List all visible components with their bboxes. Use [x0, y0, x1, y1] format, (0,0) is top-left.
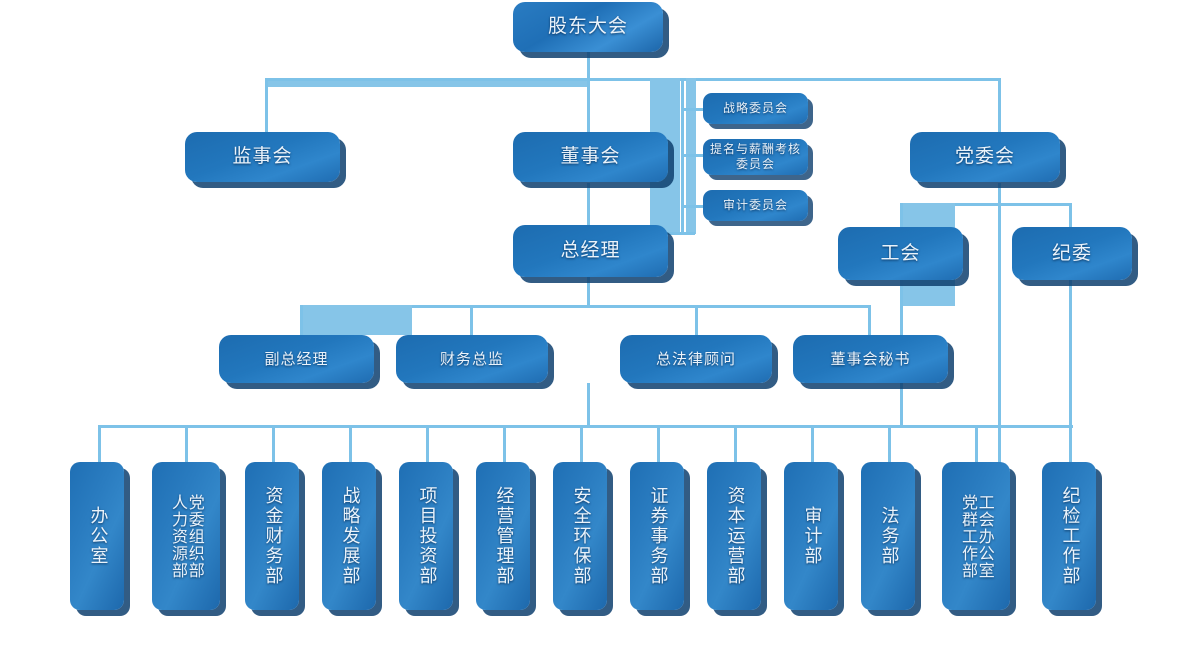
- dept-7-label-col-1: 安全环保部: [570, 486, 592, 586]
- node-general-manager[interactable]: 总经理: [513, 225, 668, 277]
- connector-party-down: [998, 183, 1001, 608]
- node-board[interactable]: 董事会: [513, 132, 668, 182]
- node-cfo-label: 财务总监: [439, 349, 504, 368]
- dept-2-label-col-2: 人力资源部: [169, 493, 188, 579]
- node-board-secretary[interactable]: 董事会秘书: [793, 335, 948, 383]
- dept-box-10[interactable]: 审计部: [784, 462, 838, 610]
- node-deputy-gm-label: 副总经理: [264, 349, 329, 368]
- connector-drop-discipline: [1069, 203, 1072, 227]
- connector-party-bus: [900, 203, 1070, 206]
- connector-board-to-committees: [650, 232, 695, 235]
- dept-10-label-col-1: 审计部: [801, 506, 823, 566]
- connector-bus-depts: [98, 425, 1073, 428]
- connector-band-top: [265, 78, 590, 87]
- connector-drop-dept-8: [657, 425, 660, 463]
- connector-drop-dept-13: [1069, 425, 1072, 463]
- dept-5-label-col-1: 项目投资部: [416, 486, 438, 586]
- connector-drop-counsel: [695, 305, 698, 335]
- connector-drop-dept-11: [888, 425, 891, 463]
- connector-drop-dept-5: [426, 425, 429, 463]
- dept-6-label-col-1: 经营管理部: [493, 486, 515, 586]
- dept-1-label-col-1: 办公室: [87, 506, 109, 566]
- dept-8-label-col-1: 证券事务部: [647, 486, 669, 586]
- connector-drop-cfo: [470, 305, 473, 335]
- node-cfo[interactable]: 财务总监: [396, 335, 548, 383]
- dept-12-label-col-2: 党群工作部: [959, 493, 978, 579]
- dept-12-label-col-1: 工会办公室: [975, 493, 995, 579]
- connector-committee-2: [681, 154, 703, 157]
- connector-drop-dept-4: [349, 425, 352, 463]
- dept-13-label-col-1: 纪检工作部: [1059, 486, 1081, 586]
- node-shareholders[interactable]: 股东大会: [513, 2, 663, 52]
- node-supervisors-label: 监事会: [232, 145, 293, 168]
- node-labor-union-label: 工会: [880, 241, 921, 264]
- node-discipline-committee[interactable]: 纪委: [1012, 227, 1132, 280]
- dept-box-9[interactable]: 资本运营部: [707, 462, 761, 610]
- dept-box-12[interactable]: 工会办公室党群工作部: [942, 462, 1010, 610]
- connector-drop-dept-10: [811, 425, 814, 463]
- dept-box-11[interactable]: 法务部: [861, 462, 915, 610]
- dept-box-6[interactable]: 经营管理部: [476, 462, 530, 610]
- connector-discipline-down: [1069, 280, 1072, 462]
- node-party-committee[interactable]: 党委会: [910, 132, 1060, 182]
- connector-drop-deputy-gm: [300, 305, 303, 335]
- node-board-secretary-label: 董事会秘书: [830, 349, 911, 368]
- connector-drop-dept-1: [98, 425, 101, 463]
- connector-committee-1: [681, 108, 703, 111]
- connector-gm-to-dept-bus: [587, 383, 590, 428]
- connector-drop-bsec: [868, 305, 871, 335]
- connector-drop-dept-12: [975, 425, 978, 463]
- dept-box-2[interactable]: 党委组织部人力资源部: [152, 462, 220, 610]
- node-committee-nomination-compensation[interactable]: 提名与薪酬考核 委员会: [703, 139, 808, 175]
- connector-drop-dept-2: [185, 425, 188, 463]
- node-board-label: 董事会: [560, 145, 621, 168]
- dept-3-label-col-1: 资金财务部: [262, 486, 284, 586]
- connector-shareholders-down: [587, 52, 590, 80]
- dept-box-5[interactable]: 项目投资部: [399, 462, 453, 610]
- node-general-manager-label: 总经理: [560, 239, 621, 262]
- connector-board-to-gm: [587, 183, 590, 225]
- connector-drop-dept-3: [272, 425, 275, 463]
- dept-box-3[interactable]: 资金财务部: [245, 462, 299, 610]
- node-general-counsel-label: 总法律顾问: [655, 349, 736, 368]
- connector-drop-union: [900, 203, 903, 227]
- connector-bus-exec: [300, 305, 870, 308]
- node-committee-nomination-line2: 委员会: [735, 157, 775, 171]
- dept-box-7[interactable]: 安全环保部: [553, 462, 607, 610]
- node-committee-strategy-label: 战略委员会: [722, 101, 788, 115]
- node-shareholders-label: 股东大会: [547, 15, 628, 38]
- node-discipline-committee-label: 纪委: [1051, 241, 1092, 264]
- connector-drop-dept-6: [503, 425, 506, 463]
- node-deputy-gm[interactable]: 副总经理: [219, 335, 374, 383]
- node-general-counsel[interactable]: 总法律顾问: [620, 335, 772, 383]
- dept-11-label-col-1: 法务部: [878, 506, 900, 566]
- connector-band-exec: [300, 305, 412, 335]
- node-committee-audit-label: 审计委员会: [722, 198, 788, 212]
- dept-box-4[interactable]: 战略发展部: [322, 462, 376, 610]
- dept-2-label-col-1: 党委组织部: [185, 493, 205, 579]
- connector-drop-dept-7: [580, 425, 583, 463]
- node-committee-strategy[interactable]: 战略委员会: [703, 93, 808, 124]
- connector-drop-supervisors: [265, 78, 268, 132]
- connector-drop-dept-9: [734, 425, 737, 463]
- connector-drop-party: [998, 78, 1001, 132]
- dept-box-13[interactable]: 纪检工作部: [1042, 462, 1096, 610]
- node-party-committee-label: 党委会: [954, 145, 1015, 168]
- connector-drop-board: [587, 78, 590, 132]
- node-labor-union[interactable]: 工会: [838, 227, 963, 280]
- node-committee-audit[interactable]: 审计委员会: [703, 190, 808, 221]
- dept-9-label-col-1: 资本运营部: [724, 486, 746, 586]
- node-committee-nomination-line1: 提名与薪酬考核: [709, 142, 801, 156]
- connector-committee-3: [681, 205, 703, 208]
- connector-gm-down: [587, 277, 590, 307]
- dept-4-label-col-1: 战略发展部: [339, 486, 361, 586]
- dept-box-8[interactable]: 证券事务部: [630, 462, 684, 610]
- node-supervisors[interactable]: 监事会: [185, 132, 340, 182]
- dept-box-1[interactable]: 办公室: [70, 462, 124, 610]
- connector-bus-row2: [265, 78, 1000, 81]
